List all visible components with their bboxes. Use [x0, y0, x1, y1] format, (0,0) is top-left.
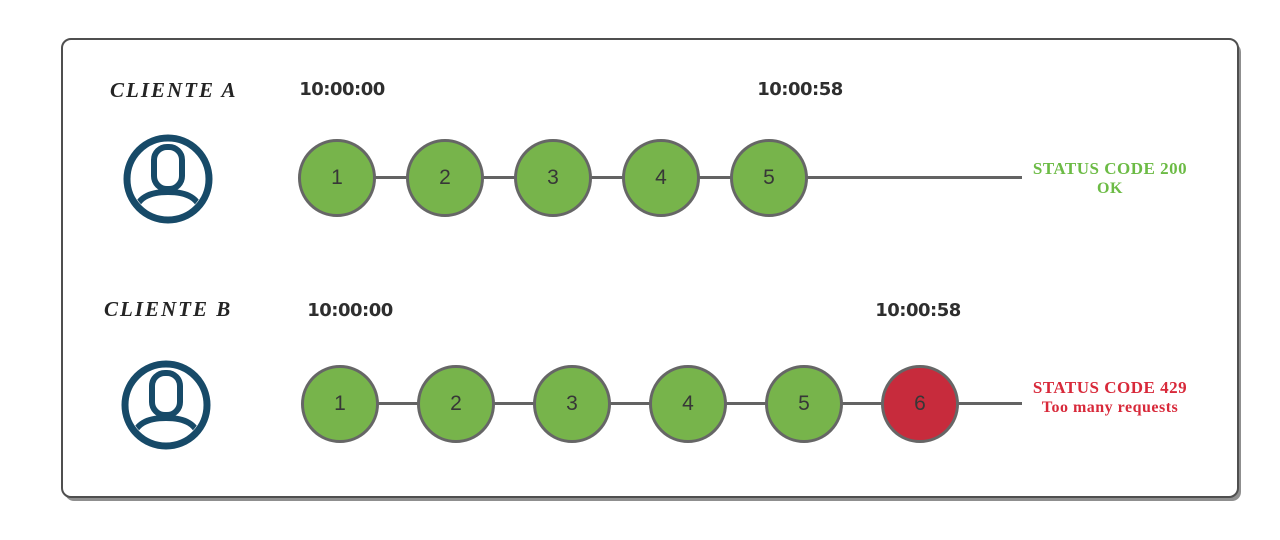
request-circle-4: 4: [622, 139, 700, 217]
status-code-text: STATUS CODE 200 OK: [1024, 159, 1196, 199]
request-circle-5: 5: [765, 365, 843, 443]
request-circle-2: 2: [417, 365, 495, 443]
request-circle-3: 3: [514, 139, 592, 217]
start-timestamp: 10:00:00: [299, 79, 385, 100]
status-code-line: STATUS CODE 200: [1032, 159, 1188, 178]
request-circle-1: 1: [298, 139, 376, 217]
status-code-text: STATUS CODE 429 Too many requests: [1024, 378, 1196, 418]
end-timestamp: 10:00:58: [875, 300, 961, 321]
client-b-label: CLIENTE B: [104, 297, 233, 321]
request-circle-1: 1: [301, 365, 379, 443]
status-code-line: STATUS CODE 429: [1032, 378, 1188, 397]
client-a-label: CLIENTE A: [110, 78, 238, 102]
start-timestamp: 10:00:00: [307, 300, 393, 321]
status-message-line: OK: [1097, 180, 1123, 197]
user-avatar-icon: [120, 131, 216, 227]
request-circle-4: 4: [649, 365, 727, 443]
request-circle-6: 6: [881, 365, 959, 443]
request-circle-3: 3: [533, 365, 611, 443]
user-avatar-icon: [118, 357, 214, 453]
end-timestamp: 10:00:58: [757, 79, 843, 100]
status-message-line: Too many requests: [1041, 399, 1179, 416]
diagram-frame: [61, 38, 1239, 498]
request-circle-5: 5: [730, 139, 808, 217]
request-circle-2: 2: [406, 139, 484, 217]
